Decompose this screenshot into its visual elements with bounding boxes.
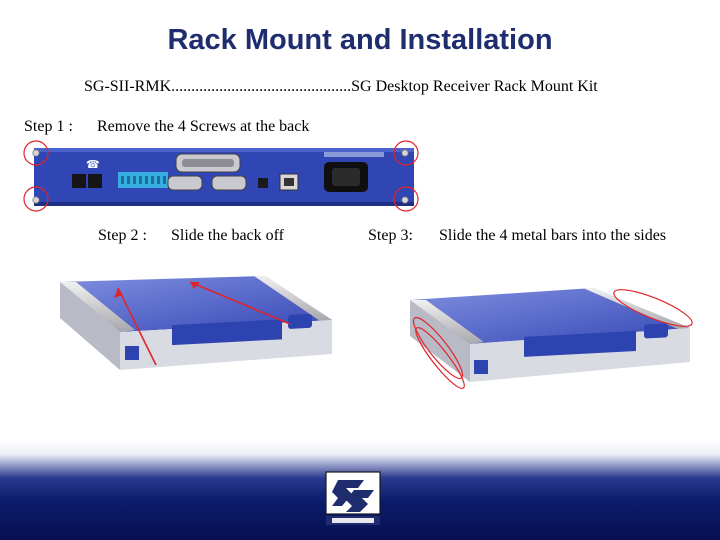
- step-2: Step 2 : Slide the back off: [98, 227, 284, 245]
- red-highlight-left-rail: [412, 316, 464, 380]
- step-1-text: Remove the 4 Screws at the back: [97, 118, 310, 135]
- slide-title: Rack Mount and Installation: [167, 24, 553, 56]
- front-display: [172, 319, 282, 346]
- receiver-unit-step3-image: [410, 288, 693, 389]
- db9-connector-1: [167, 175, 203, 191]
- step-2-text: Slide the back off: [171, 227, 285, 244]
- power-socket-icon: [324, 162, 368, 192]
- usb-icon: [258, 178, 268, 188]
- sub-carrier-logo: [325, 471, 381, 525]
- phone-icon: ☎: [86, 158, 100, 171]
- step-1-number: Step 1 :: [24, 118, 73, 135]
- screw-highlight-circles: [23, 140, 419, 212]
- step-3: Step 3: Slide the 4 metal bars into the s…: [368, 227, 666, 245]
- step-3-text: Slide the 4 metal bars into the sides: [439, 227, 667, 244]
- kit-subtitle: SG-SII-RMK..............................…: [84, 78, 598, 95]
- receiver-back-panel-image: ☎: [23, 140, 419, 212]
- step-1: Step 1 : Remove the 4 Screws at the back: [24, 118, 309, 136]
- front-display: [524, 331, 636, 357]
- receiver-unit-step2-image: [60, 276, 332, 370]
- red-highlight-right-rail: [613, 289, 693, 327]
- screw-icon: [32, 149, 409, 204]
- red-arrow-left: [117, 287, 157, 366]
- svg-text:☎: ☎: [86, 158, 100, 171]
- unit-top: [60, 276, 332, 332]
- step-2-number: Step 2 :: [98, 227, 147, 244]
- red-arrow-right: [189, 281, 291, 325]
- rj-port-1: [72, 174, 86, 188]
- step-3-number: Step 3:: [368, 227, 413, 244]
- rj-port-2: [88, 174, 102, 188]
- terminal-block: [118, 172, 168, 188]
- db9-connector-2: [211, 175, 247, 191]
